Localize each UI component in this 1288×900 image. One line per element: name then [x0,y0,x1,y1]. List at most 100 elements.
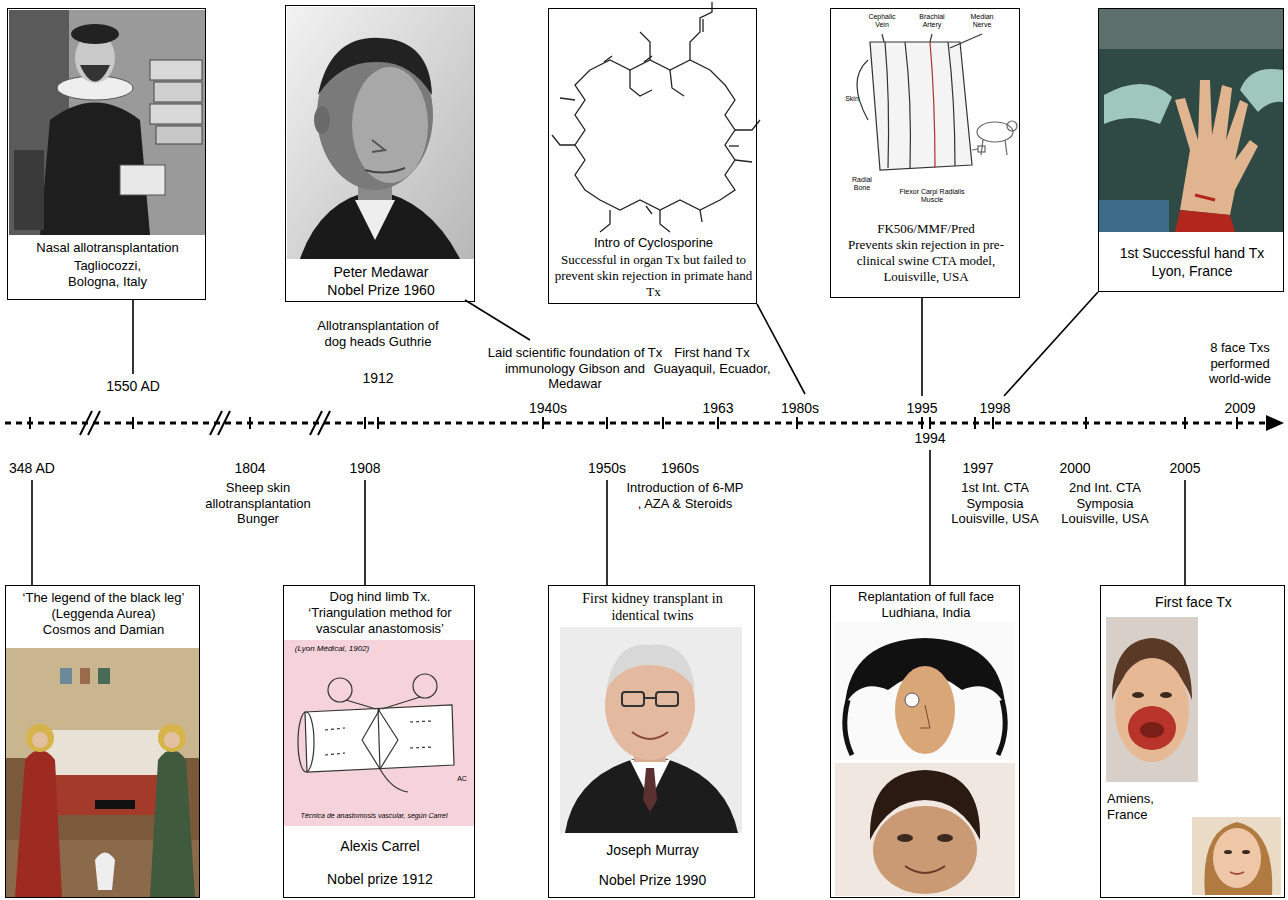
face-replant-photo [835,763,1015,896]
anastomosis-drawing [328,678,352,702]
date-label: 348 AD [4,460,60,477]
face-transplant-photo [1242,850,1250,854]
box-heading: Dog hind limb Tx. ‘Triangulation method … [296,589,464,637]
surgery-photo [1175,80,1258,215]
event-box: Peter MedawarNobel Prize 1960 [285,5,475,302]
event-box: Intro of CyclosporineSuccessful in organ… [548,8,757,304]
limb-model-drawing [930,34,932,42]
surgery-photo [1195,195,1215,200]
limb-model-drawing [885,42,889,168]
event-box: FK506/MMF/PredPrevents skin rejection in… [830,8,1020,298]
face-replant-photo [835,622,1015,896]
chemical-structure [670,70,684,96]
limb-model-drawing [948,42,955,166]
box-text: Amiens, France [1107,791,1187,823]
portrait-photo [372,140,385,152]
date-label: 1998 [970,400,1020,417]
face-replant-photo [845,700,852,755]
portrait-painting [71,24,119,44]
chemical-structure [660,210,670,232]
saints-painting [6,648,199,897]
portrait-photo [318,38,432,95]
tick-mark [542,417,544,429]
break-mark [88,411,100,435]
break-mark [218,411,230,435]
limb-model-drawing [981,140,983,155]
face-transplant-photo [1106,617,1198,782]
surgery-photo [1104,84,1172,124]
saints-painting [26,724,54,752]
surgery-photo [1099,200,1169,232]
box-heading: Replantation of full face [835,589,1017,605]
portrait-photo [300,190,460,259]
chemical-structure [646,206,652,214]
portrait-photo [632,732,668,739]
leader-line [465,300,530,340]
face-replant-photo [873,806,977,894]
face-transplant-photo [1140,722,1164,738]
event-label: First hand Tx Guayaquil, Ecuador, [650,345,775,376]
box-heading: FK506/MMF/Pred [835,221,1017,237]
anastomosis-drawing [298,712,314,772]
date-label: 2005 [1160,460,1210,477]
box-heading: Nasal allotransplantation [12,240,203,256]
anastomosis-drawing [382,697,420,709]
anastomosis-drawing [325,728,345,755]
event-label: 8 face Txs performed world-wide [1200,340,1280,387]
saints-painting [6,648,199,897]
chemical-structure [644,56,652,62]
saints-painting [95,800,135,809]
figure-label: (Lyon Médical, 1902) [286,645,378,654]
chemical-structure [575,60,735,210]
limb-model-drawing [1005,140,1007,155]
limb-model-drawing [930,42,935,168]
face-transplant-photo [1213,828,1261,888]
portrait-painting [14,150,44,230]
portrait-photo [314,106,330,134]
break-mark [80,411,330,435]
leader-line [364,480,366,585]
timeline-axis [5,422,1266,425]
event-box: First face TxAmiens, France [1100,585,1285,898]
box-heading: ‘The legend of the black leg’ [10,590,197,606]
portrait-painting [9,10,205,235]
anastomosis-drawing [284,640,474,826]
limb-model-drawing [905,42,910,168]
figure-label: AC [455,775,469,783]
date-label: 1940s [518,400,578,417]
portrait-painting [9,10,205,235]
chemical-structure [560,98,575,100]
chemical-structure [690,2,712,60]
anastomosis-drawing [380,740,398,769]
box-text: Nobel Prize 1960 [290,282,472,299]
face-replant-photo [998,700,1005,755]
anastomosis-drawing [346,700,376,709]
limb-model-drawing [1007,121,1017,131]
anastomosis-drawing [378,709,398,740]
date-label: 1950s [580,460,634,477]
face-transplant-photo [1230,872,1244,874]
chemical-structure [630,70,652,96]
saints-painting [40,775,170,815]
figure-label: Skin [840,95,864,103]
tick-mark [364,417,366,429]
box-text: Lyon, France [1103,263,1281,280]
portrait-photo [622,692,644,706]
event-box: ‘The legend of the black leg’(Leggenda A… [5,585,200,898]
face-transplant-photo [1204,822,1272,895]
date-label: 1550 AD [93,378,173,395]
date-label: 1994 [905,430,955,447]
face-replant-photo [835,622,1015,760]
face-replant-photo [897,834,913,842]
chemical-structure [600,210,610,232]
anastomosis-drawing [378,709,380,769]
leader-line [757,304,805,394]
surgery-photo [1099,9,1283,232]
tick-mark [29,417,31,429]
limb-model-drawing [978,146,985,152]
portrait-photo [365,168,405,173]
leader-line [132,300,134,374]
figure-label: Median Nerve [962,13,1002,28]
anastomosis-drawing [362,740,380,769]
portrait-photo [287,7,474,259]
